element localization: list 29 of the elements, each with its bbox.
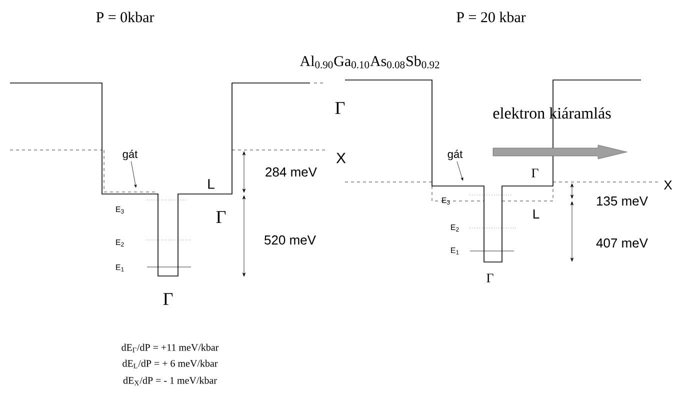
pressure-label: P = 0kbar — [96, 12, 154, 22]
energy-label: 520 meV — [264, 235, 316, 245]
level-label: E$_{1}$ — [116, 264, 124, 272]
level-label: E$_{3}$ — [442, 198, 450, 204]
band-label: Γ — [163, 293, 173, 305]
band-label: X — [336, 152, 346, 164]
leader-line — [456, 161, 464, 181]
band-label: L — [208, 179, 214, 189]
formula-text: dE$_{X}$/dP = - 1 meV/kbar — [123, 376, 217, 386]
formula-text: dE$_{Γ}$/dP = +11 meV/kbar — [122, 344, 219, 352]
band-label: Γ — [486, 274, 494, 282]
leader-text: gát — [448, 150, 463, 160]
band-label: Γ — [216, 211, 226, 223]
level-label: E$_{1}$ — [451, 248, 459, 254]
band-label: Γ — [335, 102, 345, 114]
formula-text: dE$_{L}$/dP = + 6 meV/kbar — [122, 360, 218, 368]
alloy-label: Al$_{0.90}$Ga$_{0.10}$As$_{0.08}$Sb$_{0.92}$ — [300, 56, 440, 68]
energy-label: 135 meV — [596, 196, 648, 206]
pressure-label: P = 20 kbar — [456, 12, 526, 22]
energy-label: 284 meV — [266, 167, 317, 177]
leader-text: gát — [122, 150, 138, 160]
energy-label: 407 meV — [596, 238, 648, 248]
band-label: Γ — [532, 168, 538, 178]
level-label: E$_{3}$ — [116, 206, 124, 214]
level-label: E$_{2}$ — [116, 240, 124, 246]
leader-line — [130, 161, 137, 188]
level-label: E$_{2}$ — [451, 224, 459, 232]
band-label: X — [664, 180, 672, 190]
band-label: L — [533, 210, 540, 218]
